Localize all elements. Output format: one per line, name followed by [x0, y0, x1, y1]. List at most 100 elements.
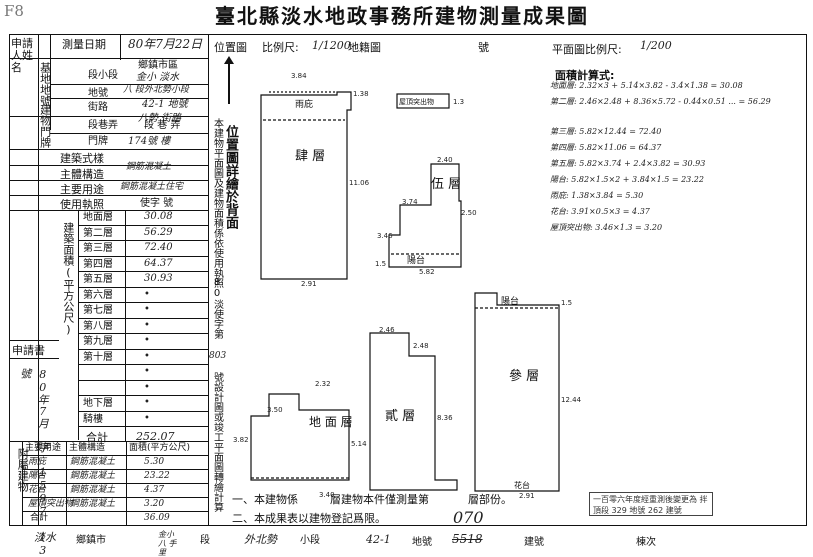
- dim-13: 1.3: [453, 98, 464, 106]
- scale-value: 1/1200: [312, 39, 351, 52]
- annex-structure: 鋼筋混凝土: [70, 499, 116, 509]
- floor-row: 地下層•: [78, 396, 209, 412]
- calc-line: 雨庇: 1.38×3.84 = 5.30: [550, 191, 644, 200]
- plan-5f-outline: [388, 163, 462, 268]
- plan-5f-label: 伍 層: [431, 177, 461, 192]
- dim-1244: 12.44: [561, 396, 582, 404]
- floor-name: 第二層: [83, 227, 113, 239]
- calc-line: 地面層: 2.32×3 + 5.14×3.82 - 3.4×1.38 = 30.…: [550, 81, 743, 90]
- request-label: 申請書: [12, 344, 45, 357]
- license-label: 使用執照: [60, 198, 104, 211]
- floor-area: •: [144, 319, 150, 331]
- floor-name: 第八層: [83, 320, 113, 332]
- floor-name: 地面層: [83, 212, 113, 223]
- total-value: 252.07: [136, 430, 175, 443]
- note-1b: 層建物本件僅測量第: [330, 493, 429, 506]
- map-number-label: 號: [478, 41, 489, 54]
- floor-area: •: [144, 412, 150, 424]
- lane-label: 段巷弄: [88, 120, 118, 131]
- annex-use: 雨庇: [28, 457, 47, 467]
- annex-area: 4.37: [144, 485, 165, 495]
- note-2: 二、本成果表以建物登記爲限。: [232, 512, 386, 525]
- plan-3f-label: 參 層: [509, 369, 539, 384]
- street-value: 八勢 街路: [138, 113, 182, 124]
- floor-name: 第九層: [83, 336, 113, 347]
- dim-15a: 1.5: [375, 260, 386, 268]
- applicant-label: 申請人姓名: [11, 37, 33, 74]
- north-arrow-icon: [228, 58, 230, 104]
- footer-city-label: 鄉鎮市: [76, 535, 106, 546]
- annex-use: 陽台: [28, 471, 47, 481]
- lane-value: 段 巷 弄: [144, 120, 181, 131]
- dim-582: 5.82: [419, 268, 435, 276]
- floor-area: 56.29: [144, 226, 173, 238]
- dim-1106: 11.06: [349, 179, 370, 187]
- request-value: 80年7月 字 1597 13號: [18, 368, 50, 557]
- number-label: 門牌: [88, 136, 108, 147]
- style-label: 建築式樣: [60, 152, 104, 165]
- structure-label: 主體構造: [60, 168, 104, 181]
- floor-row: 第七層•: [78, 303, 209, 319]
- floor-row: 第六層•: [78, 288, 209, 303]
- lot-label: 地號: [88, 88, 108, 99]
- area-side-label: 建築面積(平方公尺): [61, 222, 75, 336]
- floor-name: 騎樓: [83, 413, 103, 425]
- floor-row: 第十層•: [78, 350, 209, 365]
- footer-lot: 42-1: [366, 533, 391, 546]
- use-value: 鋼筋混凝土住宅: [120, 182, 184, 192]
- calc-line: 第二層: 2.46×2.48 + 8.36×5.72 - 0.44×0.51 .…: [550, 97, 771, 106]
- floor-name: 第三層: [83, 243, 113, 254]
- floor-name: 第十層: [83, 351, 113, 363]
- footer-subsection-label: 小段: [300, 535, 320, 546]
- dim-250: 2.50: [461, 209, 477, 217]
- revision-stamp: 一百零六年度經重測後變更為 拌頂段 329 地號 262 建號: [589, 492, 713, 516]
- dim-138: 1.38: [353, 90, 369, 98]
- calc-line: 第四層: 5.82×11.06 = 64.37: [550, 143, 662, 152]
- dim-240: 2.40: [437, 156, 453, 164]
- floor-name: 第七層: [83, 305, 113, 316]
- corner-mark: F8: [4, 2, 24, 20]
- dim-346: 3.46: [377, 232, 393, 240]
- section-label: 段小段: [88, 70, 118, 81]
- annex-structure: 鋼筋混凝土: [70, 485, 116, 495]
- calc-line: 陽台: 5.82×1.5×2 + 3.84×1.5 = 23.22: [550, 175, 704, 184]
- calc-line: 屋頂突出物: 3.46×1.3 = 3.20: [550, 223, 663, 232]
- footer-lot-label: 地號: [412, 537, 432, 548]
- lot-value: 42-1 地號: [142, 99, 188, 110]
- annex-header: 主體構造: [69, 443, 106, 453]
- note-1: 一、本建物係: [232, 493, 298, 506]
- plan-roof-label: 屋頂突出物: [399, 97, 434, 106]
- plan-scale-value: 1/200: [640, 39, 672, 52]
- floor-row: 第九層•: [78, 334, 209, 350]
- floor-row: 第八層 •: [78, 319, 209, 334]
- dim-291b: 2.91: [519, 492, 535, 500]
- plan-5f-balcony: 陽台: [407, 254, 425, 266]
- total-label: 合計: [86, 431, 108, 444]
- floor-row: 騎樓 •: [78, 412, 209, 427]
- dim-836: 8.36: [437, 414, 453, 422]
- style-value: 鋼筋混凝土: [126, 162, 172, 172]
- floor-area: •: [144, 288, 150, 300]
- calc-line: 花台: 3.91×0.5×3 = 4.37: [550, 207, 650, 216]
- annex-area: 23.22: [144, 471, 170, 481]
- dim-248: 2.48: [413, 342, 429, 350]
- section-value: 八 段外北勢小段: [123, 85, 189, 95]
- floor-name: 第五層: [83, 274, 113, 285]
- footer-section-label: 段: [200, 535, 210, 546]
- base-label: 基地地號: [38, 62, 52, 106]
- use-label: 主要用途: [60, 183, 104, 196]
- number-value: 174號 樓: [128, 136, 171, 147]
- handwritten-id: 070: [453, 508, 484, 527]
- note-license-no: 803: [209, 351, 227, 361]
- town-label: 鄉鎮市區: [138, 60, 178, 71]
- floor-area: •: [144, 381, 150, 393]
- floor-row: 地面層 30.08: [78, 210, 209, 226]
- survey-date-label: 測量日期: [62, 38, 106, 51]
- floor-area: •: [144, 366, 150, 377]
- floor-area: 30.08: [144, 211, 173, 222]
- plan-1f-label: 地 面 層: [309, 415, 353, 429]
- floor-row: •: [78, 381, 209, 396]
- street-label: 街路: [88, 102, 108, 113]
